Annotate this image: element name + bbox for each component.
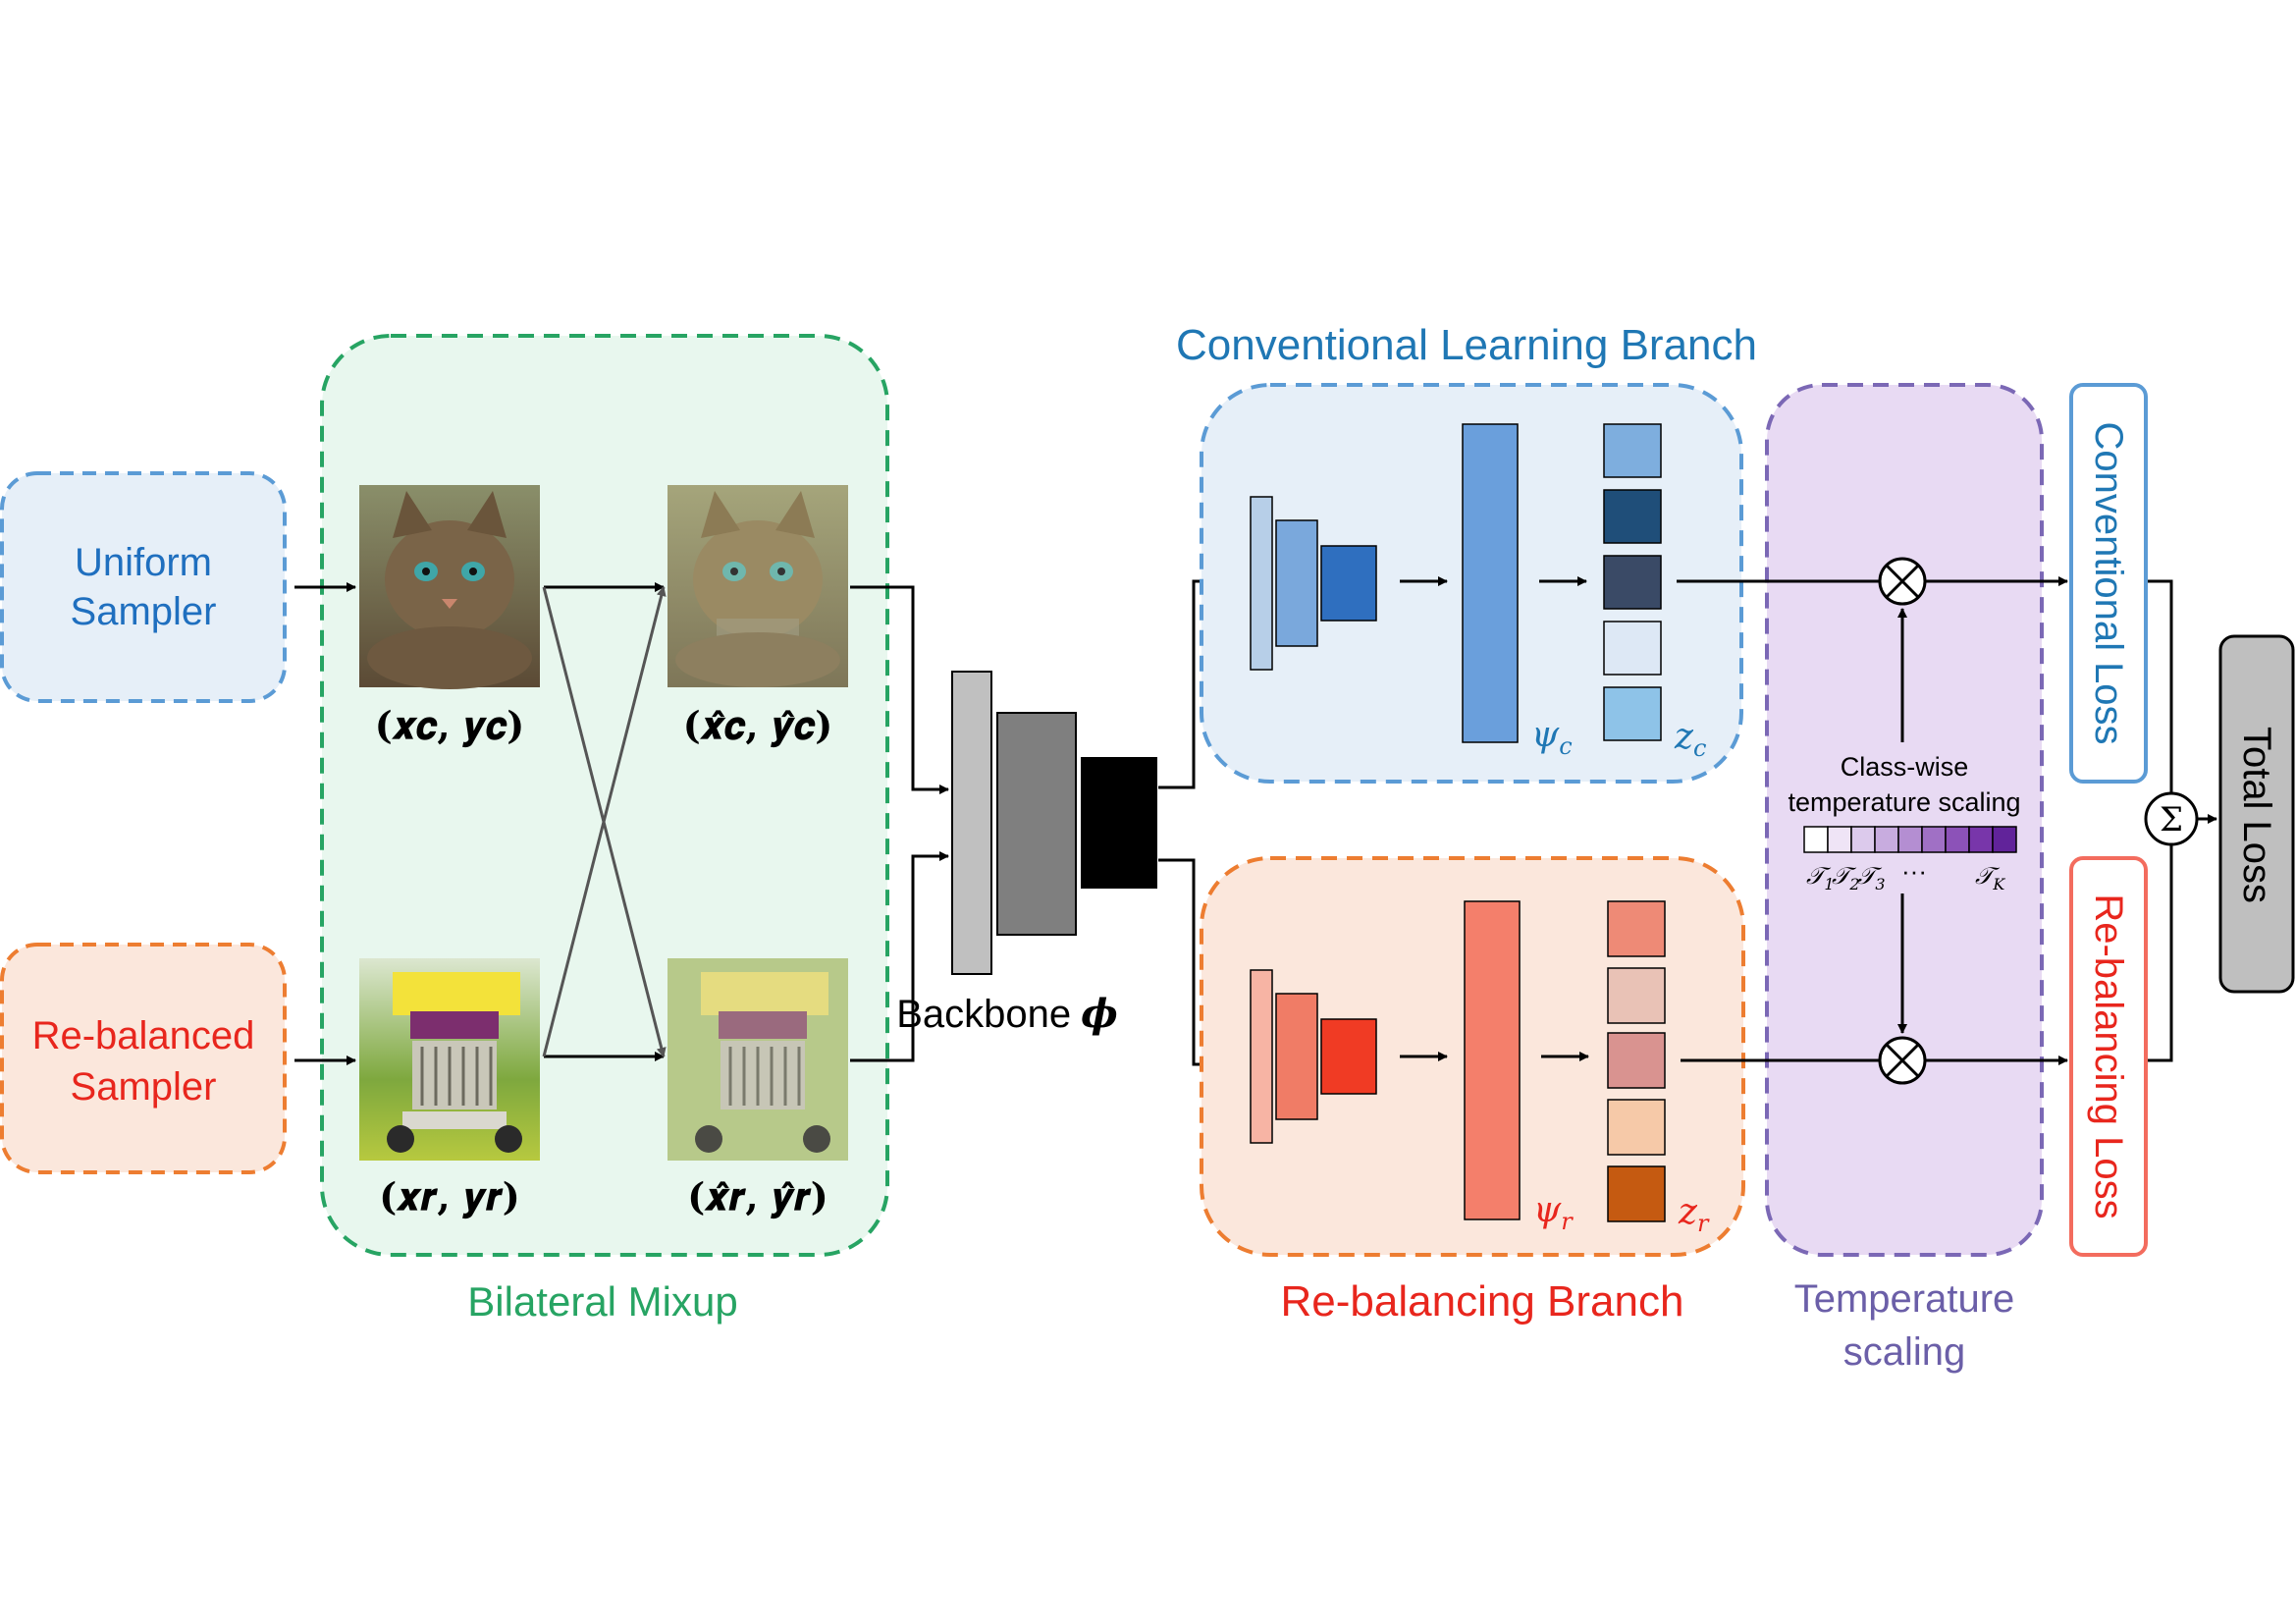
temperature-desc-line1: Class-wise [1841,752,1969,782]
multiply-node-top [1878,557,1927,606]
xr-yr-label: (𝒙𝒓, 𝒚𝒓) [379,1174,520,1218]
rebalancing-psi-block [1464,900,1521,1220]
temperature-ellipsis: ··· [1901,856,1927,886]
conventional-classifier-layers [1250,496,1377,671]
arrow-truck-mixed-to-backbone [850,851,949,1062]
temperature-vector [1803,826,2017,853]
rebalancing-branch-title: Re-balancing Branch [1281,1277,1684,1326]
xr-hat-yr-hat-label: (𝒙̂𝒓, 𝒚̂𝒓) [687,1174,828,1218]
conventional-loss-label: Conventional Loss [2087,421,2130,744]
arrow-conv-loss-to-sum [2148,579,2173,793]
rebalancing-logits-zr [1607,900,1666,1222]
conventional-psi-block [1462,423,1519,743]
arrow-truck-to-cat-mixed [542,586,667,1057]
temperature-desc-line2: temperature scaling [1788,787,2020,817]
arrow-rebal-loss-to-sum [2148,844,2173,1062]
cat-mixed-photo-icon [667,485,848,687]
conventional-branch-title: Conventional Learning Branch [1176,321,1757,369]
rebalanced-sampler-box [0,943,287,1174]
rebalanced-sampler-line2: Sampler [71,1065,217,1109]
conventional-loss-box [2069,383,2148,784]
temperature-scaling-box [1765,383,2044,1257]
zr-label: zr [1678,1192,1710,1237]
rebalancing-loss-label: Re-balancing Loss [2087,893,2130,1218]
xc-yc-label: (𝒙𝒄, 𝒚𝒄) [375,703,525,747]
xc-hat-yc-hat-label: (𝒙̂𝒄, 𝒚̂𝒄) [683,703,833,747]
zc-label: zc [1674,717,1706,762]
conventional-logits-zc [1603,423,1662,741]
rebalancing-classifier-layers [1250,969,1377,1144]
rebalanced-sampler-line1: Re-balanced [32,1014,255,1057]
arrow-cat-mixed-to-backbone [850,585,949,794]
uniform-sampler-line2: Sampler [71,590,217,633]
sum-symbol: Σ [2160,800,2183,839]
sum-node: Σ [2144,791,2199,846]
temperature-label-line1: Temperature [1794,1277,2015,1321]
total-loss-box [2218,634,2295,994]
truck-mixed-photo-icon [667,958,848,1161]
temperature-label-line2: scaling [1843,1330,1966,1374]
multiply-node-bottom [1878,1036,1927,1085]
total-loss-label: Total Loss [2235,727,2278,903]
rebalancing-loss-box [2069,856,2148,1257]
uniform-sampler-line1: Uniform [75,541,212,584]
psi-c-label: ψc [1531,715,1573,760]
truck-photo-icon [359,958,540,1161]
uniform-sampler-box [0,471,287,703]
cat-photo-icon [359,485,540,689]
psi-r-label: ψr [1533,1190,1574,1235]
bilateral-mixup-label: Bilateral Mixup [467,1278,737,1325]
backbone-network [951,671,1157,975]
